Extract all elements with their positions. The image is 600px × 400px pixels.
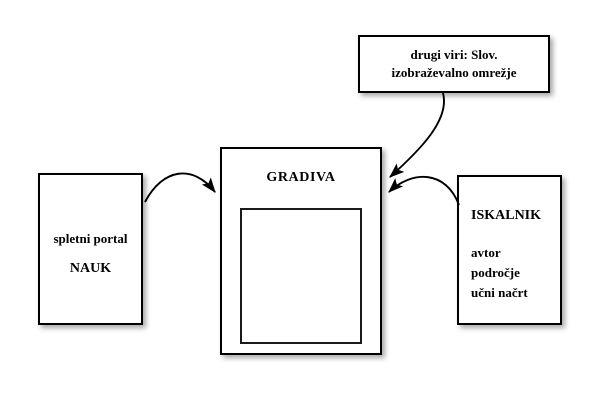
search-engine-title: ISKALNIK <box>471 208 542 223</box>
arrow-sources-to-gradiva <box>389 92 445 178</box>
web-portal-subtitle: spletni portal <box>53 231 128 246</box>
arrow-search-to-gradiva <box>388 175 460 206</box>
other-sources-line-2: izobraževalno omrežje <box>391 65 517 80</box>
search-engine-attribute-list: avtor področje učni načrt <box>471 243 528 303</box>
other-sources-line-1: drugi viri: Slov. <box>410 47 498 62</box>
search-attribute-author: avtor <box>471 245 501 260</box>
search-attribute-curriculum: učni načrt <box>471 285 528 300</box>
arrow-portal-to-gradiva <box>144 172 216 203</box>
gradiva-inner-frame <box>240 208 362 344</box>
box-search-engine[interactable]: ISKALNIK avtor področje učni načrt <box>457 175 562 325</box>
box-gradiva[interactable]: GRADIVA <box>220 147 382 355</box>
box-other-sources[interactable]: drugi viri: Slov. izobraževalno omrežje <box>358 35 550 93</box>
web-portal-title: NAUK <box>69 261 112 276</box>
search-attribute-field: področje <box>471 265 520 280</box>
box-web-portal[interactable]: spletni portal NAUK <box>38 173 143 325</box>
gradiva-title: GRADIVA <box>266 170 336 185</box>
